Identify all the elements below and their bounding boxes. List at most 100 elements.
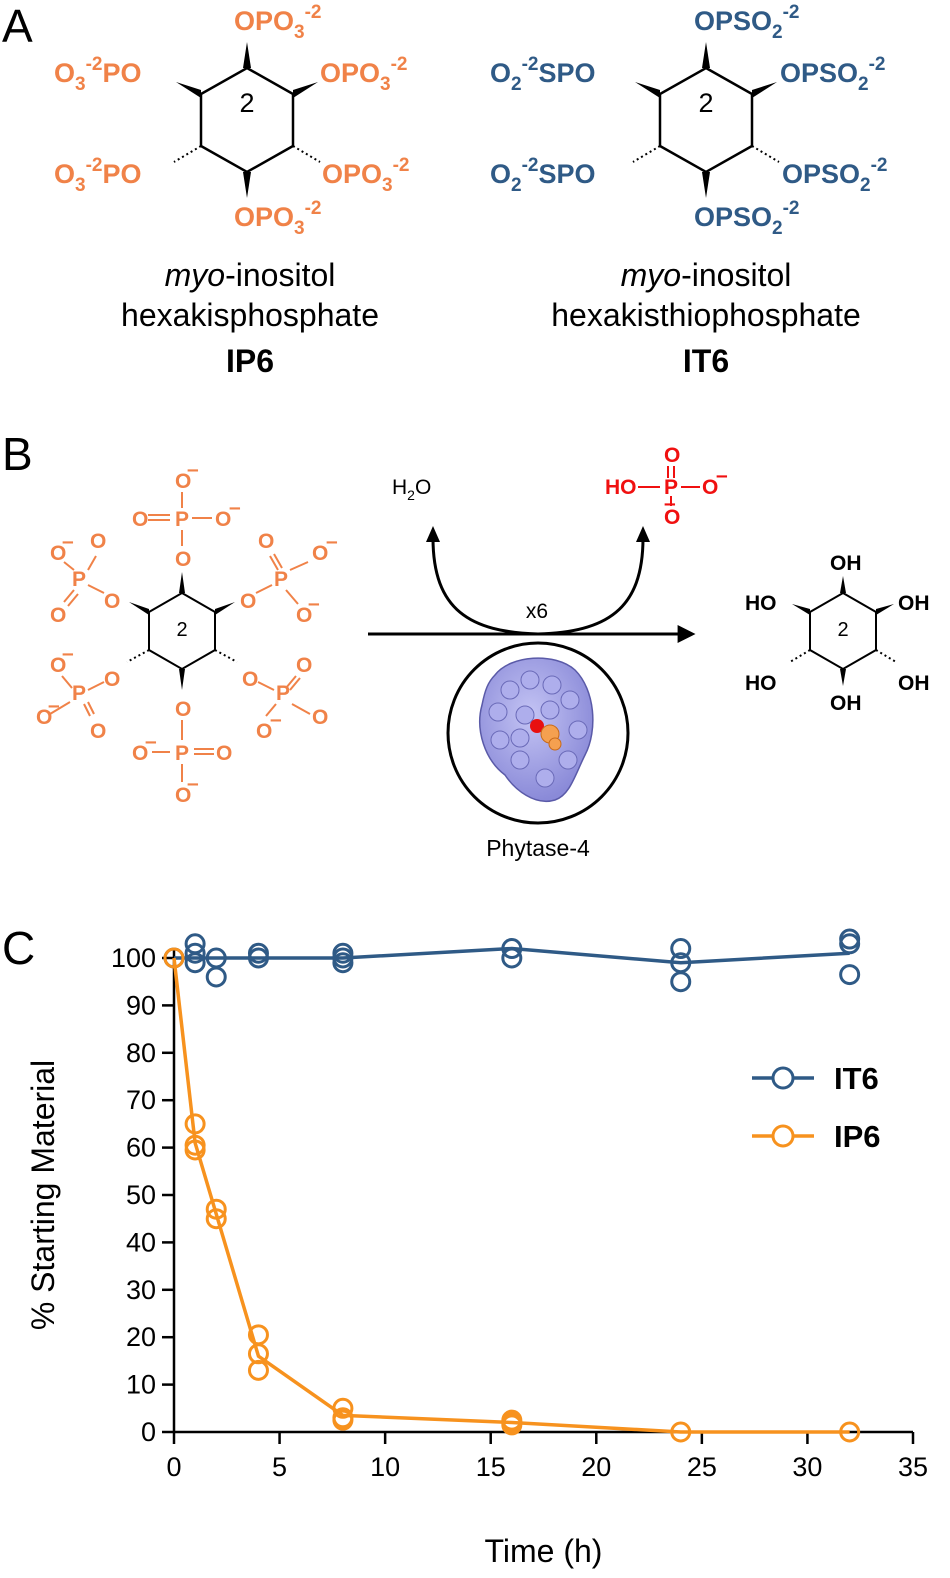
svg-text:O: O	[50, 654, 66, 677]
svg-text:O: O	[296, 654, 312, 677]
ip6-structure: 2 OPO3-2 OPO3-2 OPO3-2 OPO3-2 O3-2PO O3-…	[54, 2, 410, 379]
it6-sub-bottom: OPSO2-2	[694, 198, 800, 239]
it6-sub-lowleft: O2-2SPO	[490, 155, 596, 196]
svg-text:O: O	[702, 476, 718, 499]
ip6-full-wedge-upleft	[129, 602, 149, 615]
it6-series-line	[174, 946, 850, 965]
it6-hash-lowright	[751, 145, 780, 163]
svg-text:O: O	[664, 506, 680, 529]
x-tick-label: 35	[898, 1452, 928, 1482]
it6-abbrev: IT6	[683, 343, 729, 379]
it6-ring	[658, 66, 754, 174]
svg-text:O: O	[296, 604, 312, 627]
svg-text:P: P	[664, 476, 678, 499]
svg-text:P: P	[72, 568, 86, 591]
ip6-data-point	[670, 1421, 692, 1443]
x-tick-label: 20	[581, 1452, 611, 1482]
it6-data-point	[332, 952, 354, 974]
ip6-data-point	[332, 1397, 354, 1419]
ip6-ring	[199, 66, 295, 174]
x-tick-label: 15	[476, 1452, 506, 1482]
ip6-hash-lowleft	[173, 145, 202, 163]
ip6-data-point	[205, 1208, 227, 1230]
svg-text:–: –	[326, 530, 338, 553]
ip6-ring-label: 2	[239, 88, 254, 118]
ip6-abbrev: IP6	[226, 343, 274, 379]
it6-wedge-top	[702, 42, 710, 68]
svg-text:O: O	[90, 720, 106, 743]
it6-data-point	[501, 938, 523, 960]
it6-legend-label: IT6	[834, 1061, 879, 1096]
oh-bottom: OH	[830, 692, 862, 715]
svg-text:O: O	[664, 444, 680, 467]
it6-data-point	[205, 966, 227, 988]
ip6-sub-top: OPO3-2	[234, 2, 322, 43]
svg-text:–: –	[187, 772, 199, 795]
svg-text:O: O	[36, 706, 52, 729]
phosphate-group-lowleft: O – P O O – O	[36, 642, 120, 743]
it6-data-point	[670, 938, 692, 960]
svg-text:–: –	[48, 694, 60, 717]
ip6-data-point	[163, 947, 185, 969]
ip6-full-ring-label: 2	[176, 619, 187, 641]
svg-text:P: P	[175, 742, 189, 765]
svg-text:O: O	[242, 668, 258, 691]
svg-text:O: O	[175, 784, 191, 807]
svg-text:–: –	[229, 496, 241, 519]
it6-wedge-upright	[752, 82, 777, 98]
inositol-product: 2 OH HO OH HO OH OH	[745, 552, 930, 715]
svg-text:O: O	[50, 604, 66, 627]
panel-b-letter: B	[2, 428, 33, 480]
released-phosphate: HO P O O – O –	[605, 444, 728, 529]
svg-text:–: –	[308, 592, 320, 615]
ip6-full-structure: 2 O – O P O – O	[36, 458, 338, 807]
ip6-wedge-upleft	[176, 82, 201, 98]
svg-text:–: –	[62, 642, 74, 665]
svg-text:O: O	[104, 668, 120, 691]
it6-data-point	[839, 933, 861, 955]
svg-text:O: O	[256, 720, 272, 743]
phosphate-group-upleft: O – O P O O	[50, 530, 120, 627]
y-tick-label: 20	[126, 1322, 156, 1352]
svg-text:–: –	[145, 730, 157, 753]
svg-text:O: O	[50, 542, 66, 565]
ip6-sub-lowright: OPO3-2	[322, 155, 410, 196]
svg-text:P: P	[274, 568, 288, 591]
svg-text:–: –	[716, 464, 728, 487]
x-tick-label: 0	[166, 1452, 181, 1482]
svg-text:P: P	[72, 682, 86, 705]
it6-name-line1: myo-inositol	[621, 257, 792, 293]
y-tick-label: 80	[126, 1038, 156, 1068]
it6-wedge-upleft	[635, 82, 660, 98]
ip6-full-hash-lowleft	[126, 649, 150, 663]
ip6-data-point	[247, 1359, 269, 1381]
ip6-data-point	[184, 1113, 206, 1135]
svg-text:O: O	[240, 590, 256, 613]
y-tick-label: 0	[141, 1417, 156, 1447]
it6-name-line2: hexakisthiophosphate	[551, 297, 861, 333]
it6-sub-upright: OPSO2-2	[780, 54, 886, 95]
svg-text:–: –	[187, 458, 199, 481]
svg-text:HO: HO	[605, 476, 637, 499]
svg-text:O: O	[258, 530, 274, 553]
it6-sub-upleft: O2-2SPO	[490, 54, 596, 95]
oh-lowleft: HO	[745, 672, 777, 695]
oh-lowright: OH	[898, 672, 930, 695]
ip6-data-point	[501, 1414, 523, 1436]
x-tick-label: 30	[792, 1452, 822, 1482]
svg-text:O: O	[215, 508, 231, 531]
svg-text:O: O	[104, 590, 120, 613]
svg-text:O: O	[175, 698, 191, 721]
ip6-hash-lowright	[292, 145, 321, 163]
panel-a: A 2 OPO3-2 OPO3-2 OPO3-2 OPO3-2 O3-2PO O…	[2, 0, 888, 379]
water-label: H2O	[392, 476, 431, 503]
ip6-wedge-top	[243, 42, 251, 68]
it6-ring-label: 2	[698, 88, 713, 118]
ip6-data-point	[184, 1139, 206, 1161]
ip6-name-line1: myo-inositol	[165, 257, 336, 293]
it6-data-point	[839, 964, 861, 986]
it6-data-point	[501, 947, 523, 969]
